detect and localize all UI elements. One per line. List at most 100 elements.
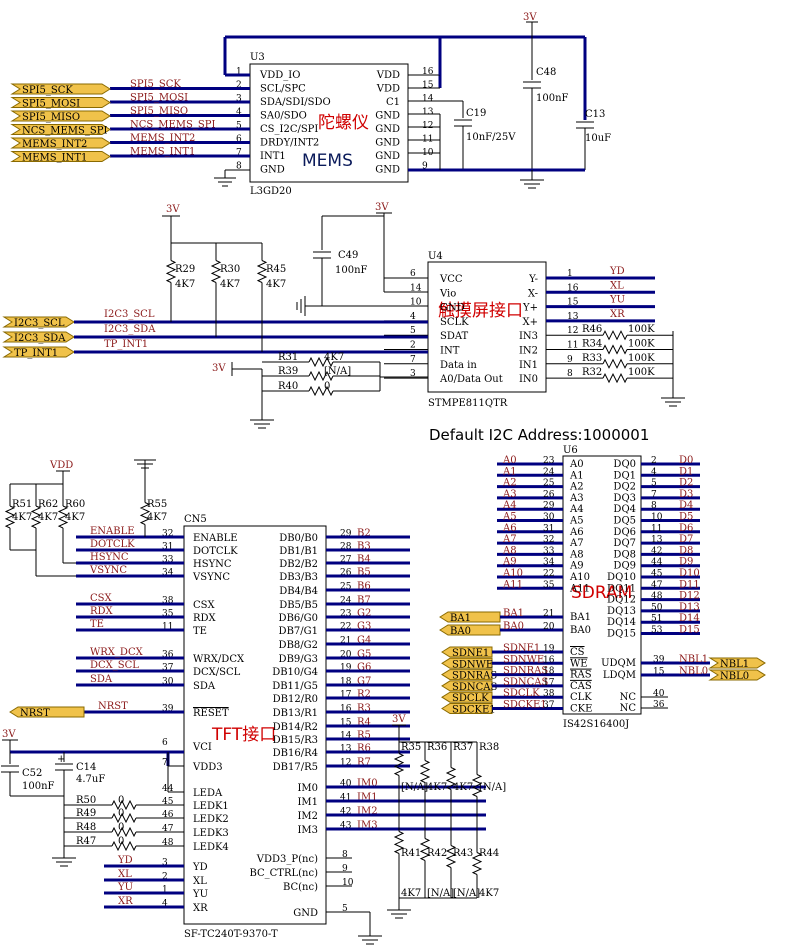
cn5-pin-num-15: 15 [340,718,352,728]
cn5-pin-num-48: 48 [162,838,174,848]
u6-pin-num-4: 4 [651,467,657,477]
cn5-label-cn: TFT接口 [211,725,276,745]
cn5-pin-wrx-dcx: WRX/DCX [193,654,245,665]
cn5-pin-num-43: 43 [340,821,352,831]
resistor-r38-value: [N/A] [479,782,506,793]
port-ba0-label: BA0 [450,626,471,637]
cn5-pin-dcx-scl: DCX/SCL [193,667,241,678]
port-nbl0 [708,669,766,681]
resistor-r50 [111,799,137,811]
u6-pin-num-35: 35 [543,580,555,590]
cn5-pin-num-21: 21 [340,636,351,646]
net-d10: D10 [679,568,700,579]
net-ba1-label: BA1 [503,608,524,619]
u4-pin-num-8: 8 [567,369,573,379]
resistor-r44-ref: R44 [479,848,499,859]
net-g7: G7 [357,676,371,687]
u6-pin-num-39: 39 [653,655,665,665]
resistor-r50-value: 0 [118,795,124,806]
cn5-pin-num-20: 20 [340,650,352,660]
cn5-pin-num-39: 39 [162,704,174,714]
resistor-r47-value: 0 [118,836,124,847]
port-mems-int1-label: MEMS_INT1 [22,153,87,164]
u6-pin-num-40: 40 [653,689,665,699]
u3-pin-num-4: 4 [236,108,242,118]
u6-pin-dq14: DQ14 [607,617,636,628]
net-sdnwe-label: SDNWE [503,654,544,665]
resistor-r39-ref: R39 [278,366,298,377]
cn5-pin-num-46: 46 [162,810,174,820]
u4-pin-int-2: INT [440,346,460,357]
u6-pin-num-32: 32 [543,535,554,545]
u4-pin-vio-14: Vio [439,288,456,299]
net-d2: D2 [679,478,693,489]
u4-pin-in3-12: IN3 [519,331,538,342]
u4-pin-data-in-7: Data in [440,360,477,371]
port-spi5-mosi [10,97,111,108]
net-b2: B2 [357,528,371,539]
cn5-pin-yu: YU [192,889,208,900]
resistor-r46-ref: R46 [582,324,602,335]
u3-pin-num-12: 12 [422,121,433,131]
u4-pin-num-12: 12 [567,326,578,336]
u6-part: IS42S16400J [563,719,629,730]
net-d12: D12 [679,591,700,602]
resistor-r47-ref: R47 [76,836,96,847]
cn5-pin-num-47: 47 [162,824,174,834]
port-i2c3-scl-label: I2C3_SCL [14,318,65,329]
net-hsync: HSYNC [90,552,129,563]
port-nbl0-label: NBL0 [720,671,749,682]
cn5-im-power: 3V [392,714,406,725]
cn5-pin-num-12: 12 [340,758,351,768]
u3-pin-sda-sdi-sdo-3: SDA/SDI/SDO [260,97,331,108]
net-im3: IM3 [357,820,378,831]
cn5-pin-db9-g3: DB9/G3 [279,654,318,665]
u6-body [562,455,642,715]
u6-pin-a3: A3 [569,493,584,504]
net-rdx: RDX [90,606,114,617]
cn5-pin-num-10: 10 [342,878,354,888]
net-tp-int1-label: TP_INT1 [104,339,148,350]
net-im1: IM1 [357,792,378,803]
net-nrst: NRST [98,701,128,712]
resistor-r34-value: 100K [628,339,655,350]
resistor-r49-value: 0 [118,808,124,819]
resistor-r39-value: [N/A] [324,366,351,377]
u3-pin-num-15: 15 [422,81,434,91]
resistor-r34 [602,344,628,355]
u6-pin-num-13: 13 [651,535,663,545]
u6-pin-num-37: 37 [543,701,555,711]
cn5-pin-db0-b0: DB0/B0 [279,533,318,544]
u6-pin-num-7: 7 [651,490,657,500]
resistor-r30-value: 4K7 [220,279,240,290]
u3-ref: U3 [250,52,265,63]
cn5-pin-num-4: 4 [162,899,168,909]
net-dotclk: DOTCLK [90,539,135,550]
resistor-r29 [165,260,177,283]
u4-pin-y-1: Y- [528,274,538,285]
cn5-pin-db15-r3: DB15/R3 [273,735,318,746]
net-wrx-dcx: WRX_DCX [90,647,144,658]
resistor-r44-value: 4K7 [479,888,499,899]
c52-value: 100nF [22,781,55,792]
net-sdne1-label: SDNE1 [503,643,540,654]
u4-pin-gnd-10: GND [440,303,465,314]
resistor-r55-ref: R55 [147,499,167,510]
u3-pin-gnd-9: GND [375,165,400,176]
cn5-pin-num-36: 36 [162,650,174,660]
u4-pin-x-16: X- [528,288,538,299]
u6-pin-a2: A2 [569,482,584,493]
cn5-pin-db14-r2: DB14/R2 [273,722,318,733]
u4-pin-in1-9: IN1 [519,360,538,371]
resistor-r48 [111,826,137,838]
resistor-r43-value: [N/A] [453,888,480,899]
u6-pin-ba1: BA1 [570,612,591,623]
cn5-pin-sda: SDA [193,681,216,692]
cn5-pin-num-27: 27 [340,555,352,565]
net-yu: YU [609,295,625,306]
